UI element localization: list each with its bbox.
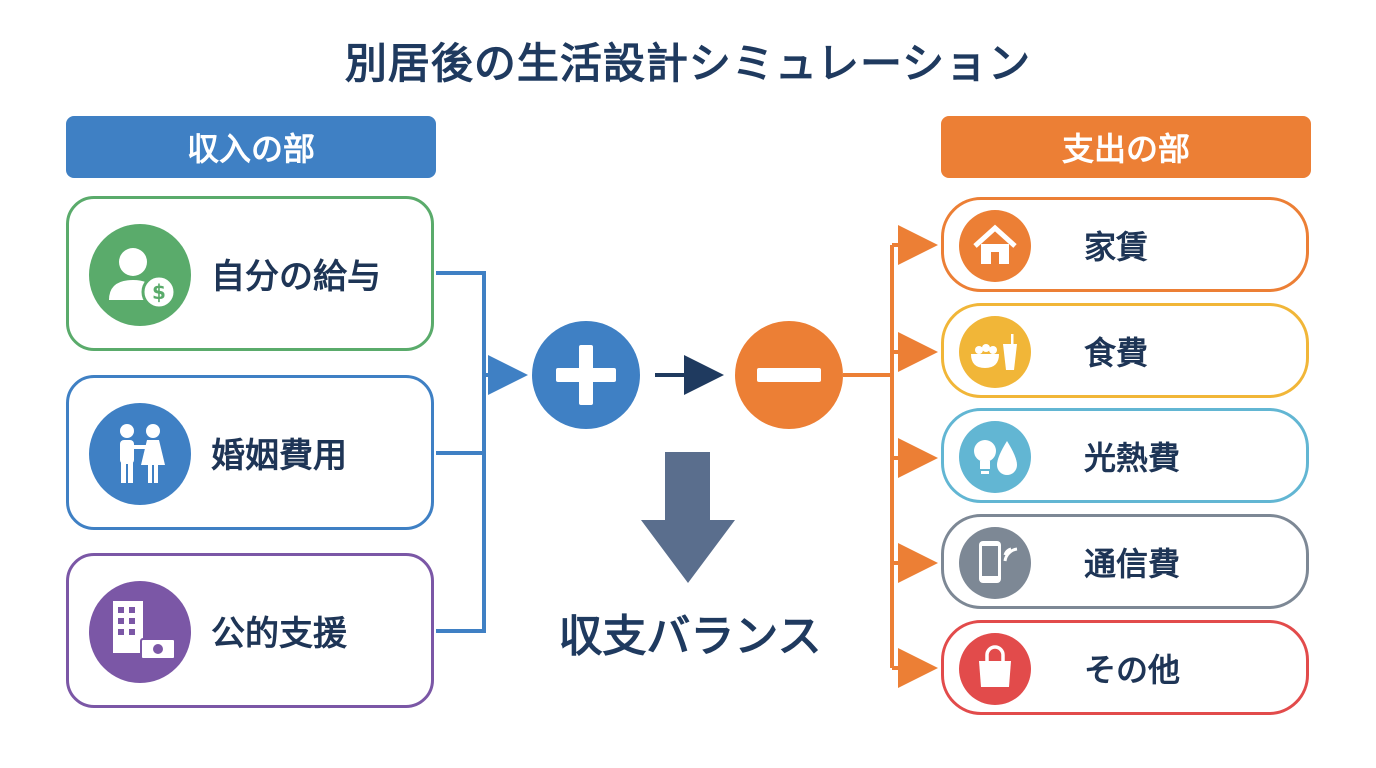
expense-item-utilities: 光熱費 xyxy=(941,408,1309,503)
expense-item-communication: 通信費 xyxy=(941,514,1309,609)
down-arrow-icon xyxy=(641,452,735,583)
bulb-water-icon xyxy=(959,421,1031,493)
food-drink-icon xyxy=(959,316,1031,388)
expense-item-food: 食費 xyxy=(941,303,1309,398)
svg-text:$: $ xyxy=(152,280,166,304)
plus-icon xyxy=(532,321,640,429)
minus-icon xyxy=(735,321,843,429)
expense-item-label: 通信費 xyxy=(1084,544,1181,583)
building-money-icon xyxy=(89,581,191,683)
income-header: 収入の部 xyxy=(66,116,436,178)
expense-item-label: その他 xyxy=(1084,650,1181,689)
income-item-label: 婚姻費用 xyxy=(211,436,347,476)
income-item-label: 自分の給与 xyxy=(211,257,381,297)
page-title: 別居後の生活設計シミュレーション xyxy=(344,39,1032,88)
income-item-public-support: 公的支援 xyxy=(66,553,434,708)
income-item-salary: $ 自分の給与 xyxy=(66,196,434,351)
expense-item-rent: 家賃 xyxy=(941,197,1309,292)
phone-icon xyxy=(959,527,1031,599)
house-icon xyxy=(959,210,1031,282)
expense-item-other: その他 xyxy=(941,620,1309,715)
expense-item-label: 家賃 xyxy=(1084,227,1149,266)
expense-item-label: 光熱費 xyxy=(1084,438,1181,477)
person-dollar-icon: $ xyxy=(89,224,191,326)
expense-item-label: 食費 xyxy=(1084,333,1149,372)
expense-header: 支出の部 xyxy=(941,116,1311,178)
couple-icon xyxy=(89,403,191,505)
balance-label: 収支バランス xyxy=(558,611,822,662)
income-item-marriage-cost: 婚姻費用 xyxy=(66,375,434,530)
shopping-bag-icon xyxy=(959,633,1031,705)
income-item-label: 公的支援 xyxy=(211,614,347,654)
